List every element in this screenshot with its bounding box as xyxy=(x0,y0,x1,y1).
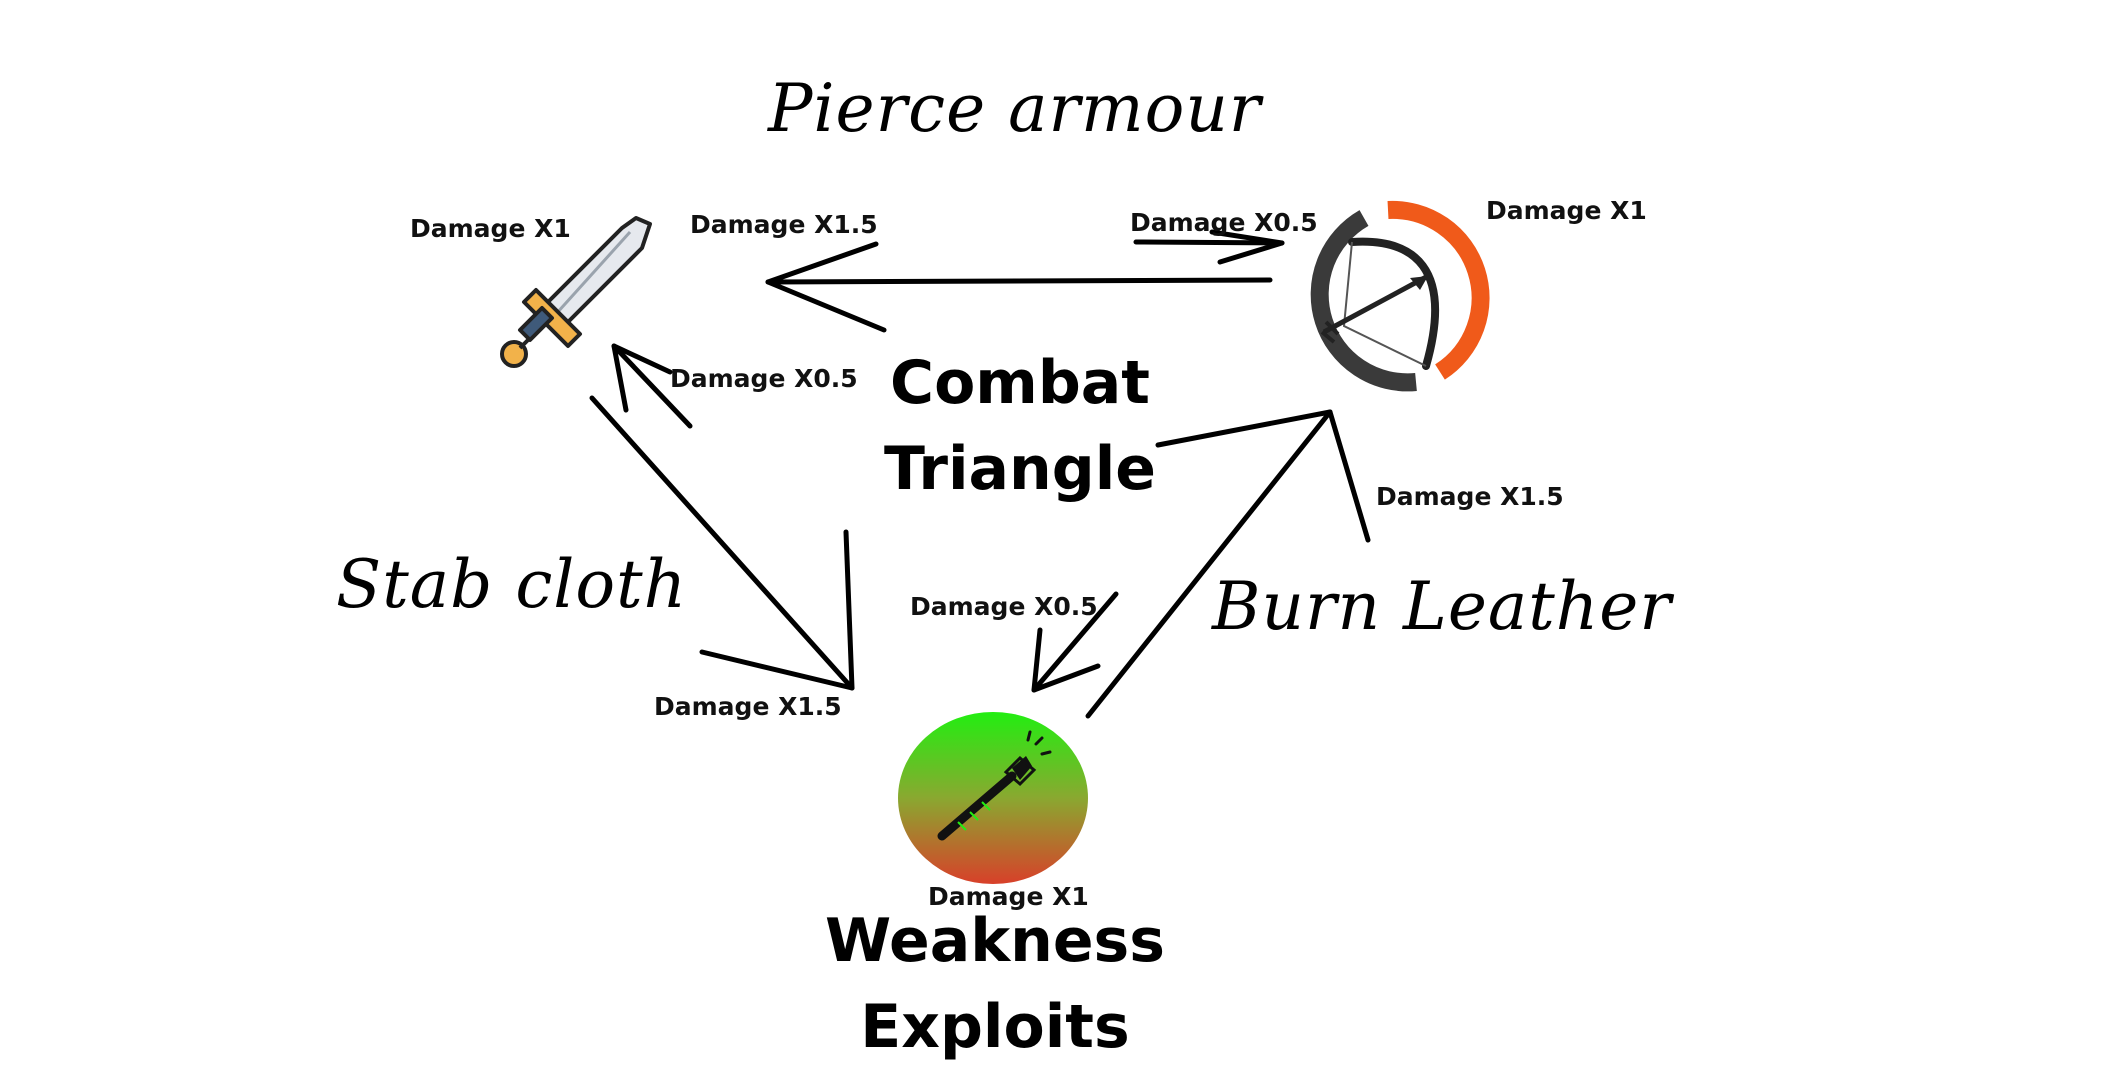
sword-damage-label: Damage X1 xyxy=(410,214,571,243)
arrowhead-sword-to-staff xyxy=(699,529,855,691)
staff-damage-label: Damage X1 xyxy=(928,882,1089,911)
stab-cloth-note: Stab cloth xyxy=(336,546,688,623)
arrow-bow-to-staff xyxy=(1031,591,1119,693)
bow-icon xyxy=(1310,200,1490,392)
bow-to-sword-label: Damage X1.5 xyxy=(690,210,878,239)
combat-triangle-title: Combat Triangle xyxy=(870,340,1170,512)
arrow-staff-to-bow xyxy=(1085,409,1333,719)
bottom-title-line-1: Weakness xyxy=(825,906,1165,976)
arrowhead-staff-to-sword xyxy=(611,343,673,413)
title-line-2: Triangle xyxy=(884,434,1156,504)
weakness-exploits-title: Weakness Exploits xyxy=(820,898,1170,1070)
staff-to-bow-label: Damage X1.5 xyxy=(1376,482,1564,511)
magic-staff-icon xyxy=(898,712,1088,884)
arrow-sword-to-bow xyxy=(1133,239,1285,246)
sword-icon xyxy=(500,216,652,368)
arrowhead-bow-to-sword xyxy=(765,241,887,333)
arrow-staff-to-sword xyxy=(611,343,693,429)
staff-to-sword-label: Damage X0.5 xyxy=(670,364,858,393)
arrowhead-sword-to-bow xyxy=(1209,229,1285,265)
sword-to-bow-label: Damage X0.5 xyxy=(1130,208,1318,237)
bow-damage-label: Damage X1 xyxy=(1486,196,1647,225)
title-line-1: Combat xyxy=(890,348,1150,418)
arrow-sword-to-staff xyxy=(589,395,855,691)
arrowhead-bow-to-staff xyxy=(1031,627,1101,693)
pierce-armour-note: Pierce armour xyxy=(768,70,1262,147)
bow-to-staff-label: Damage X0.5 xyxy=(910,592,1098,621)
arrowhead-staff-to-bow xyxy=(1155,409,1371,543)
burn-leather-note: Burn Leather xyxy=(1212,568,1672,645)
bottom-title-line-2: Exploits xyxy=(860,992,1130,1062)
sword-to-staff-label: Damage X1.5 xyxy=(654,692,842,721)
arrow-bow-to-sword xyxy=(765,277,1273,285)
